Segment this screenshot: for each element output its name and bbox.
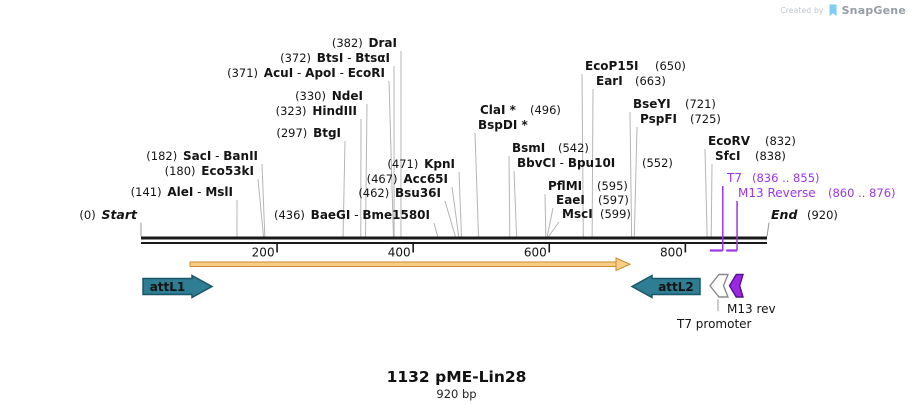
site-position: (597) [598, 193, 629, 207]
features-group: attL1 attL2 [142, 257, 744, 311]
attL1-label[interactable]: attL1 [150, 280, 186, 294]
snapgene-wordmark: SnapGene [841, 4, 906, 17]
site-position: (599) [600, 207, 631, 221]
site-label-Eco53kI[interactable]: (180) Eco53kI [165, 164, 254, 178]
site-label-SacI-BanII[interactable]: (182) SacI - BanII [146, 149, 258, 163]
callout-line [546, 207, 554, 237]
primer-label-M13-Reverse[interactable]: M13 Reverse [738, 186, 816, 200]
callout-line [704, 148, 708, 237]
end-label: End [771, 207, 798, 222]
site-label-PspFI[interactable]: PspFI [640, 112, 677, 126]
primer-range: (836 .. 855) [752, 171, 820, 185]
labels-group: (382) DraI(372) BtsI - BtsαI(371) AcuI -… [79, 36, 895, 331]
title-block: 1132 pME-Lin28 920 bp [0, 368, 913, 401]
primer-label-T7[interactable]: T7 [726, 171, 742, 185]
site-label-SfcI[interactable]: SfcI [715, 149, 740, 163]
end-callout-line [766, 222, 770, 237]
site-position: (552) [642, 156, 673, 170]
site-label-DraI[interactable]: (382) DraI [332, 36, 397, 50]
site-label-BbvCI-Bpu10I[interactable]: BbvCI - Bpu10I [517, 156, 615, 170]
callout-line [342, 140, 346, 237]
site-label-Acc65I[interactable]: (467) Acc65I [367, 172, 448, 186]
T7-promoter-arrow[interactable] [709, 273, 730, 298]
site-label-MscI[interactable]: MscI [562, 207, 593, 221]
callout-line [633, 126, 638, 237]
ruler-tick-label: 600 [524, 246, 547, 260]
callout-line [629, 111, 633, 237]
site-label-BtsI-BtsI[interactable]: (372) BtsI - BtsαI [280, 51, 390, 65]
attL1-arrow[interactable] [142, 274, 214, 299]
feature-label-M13-rev[interactable]: M13 rev [727, 302, 776, 316]
ruler-tick-label: 800 [660, 246, 683, 260]
site-label-EaeI[interactable]: EaeI [556, 193, 585, 207]
callout-line [257, 178, 264, 237]
callout-line [513, 170, 518, 237]
site-position: (725) [690, 112, 721, 126]
feature-label-T7-promoter[interactable]: T7 promoter [676, 317, 752, 331]
site-position: (595) [597, 179, 628, 193]
site-label-KpnI[interactable]: (471) KpnI [387, 157, 455, 171]
site-label-EcoRV[interactable]: EcoRV [708, 134, 751, 148]
site-position: (832) [765, 134, 796, 148]
callout-line [261, 163, 266, 237]
ruler-line-top [141, 236, 767, 240]
start-label: (0) Start [79, 207, 138, 222]
attL2-label[interactable]: attL2 [658, 280, 694, 294]
site-label-PflMI[interactable]: PflMI [548, 179, 582, 193]
ruler-group: 200 400 600 800 [141, 236, 767, 260]
orf-arrow-head[interactable] [615, 257, 632, 272]
site-label-AcuI-ApoI-EcoRI[interactable]: (371) AcuI - ApoI - EcoRI [227, 66, 385, 80]
M13-rev-arrow[interactable] [728, 273, 744, 298]
ruler-tick-label: 400 [388, 246, 411, 260]
snapgene-flag-icon [829, 4, 837, 16]
callout-lines [140, 50, 770, 237]
callout-line [388, 80, 394, 237]
site-position: (542) [558, 141, 589, 155]
callout-line [365, 103, 368, 237]
site-position: (663) [635, 74, 666, 88]
primer-range: (860 .. 876) [828, 186, 896, 200]
callout-line [474, 132, 479, 237]
site-label-BtgI[interactable]: (297) BtgI [276, 126, 341, 140]
site-position: (838) [755, 149, 786, 163]
site-position: (721) [685, 97, 716, 111]
primer-region-marks [709, 186, 738, 252]
callout-line [433, 222, 439, 237]
callout-line [710, 163, 713, 237]
site-label-Bsu36I[interactable]: (462) Bsu36I [358, 186, 441, 200]
site-label-BaeGI-Bme1580I[interactable]: (436) BaeGI - Bme1580I [274, 208, 430, 222]
site-label-BsmI[interactable]: BsmI [512, 141, 545, 155]
plasmid-length: 920 bp [436, 387, 477, 401]
callout-line [508, 155, 511, 237]
site-label-AleI-MslI[interactable]: (141) AleI - MslI [131, 185, 233, 199]
site-label-ClaI[interactable]: ClaI * [480, 103, 517, 117]
site-label-NdeI[interactable]: (330) NdeI [295, 89, 363, 103]
site-label-EcoP15I[interactable]: EcoP15I [585, 59, 639, 73]
callout-line [591, 88, 594, 237]
attL2-arrow[interactable] [630, 274, 701, 299]
site-label-BspDI[interactable]: BspDI * [478, 118, 528, 132]
ruler-line-bottom [141, 242, 767, 244]
plasmid-title: 1132 pME-Lin28 [386, 368, 527, 386]
callout-line [544, 193, 547, 237]
ruler-tick-label: 200 [252, 246, 275, 260]
callout-line [548, 221, 560, 237]
snapgene-branding: Created by SnapGene [780, 4, 906, 17]
created-by-text: Created by [780, 6, 824, 15]
callout-line [451, 186, 460, 237]
callout-line [444, 200, 456, 237]
orf-arrow-body[interactable] [189, 261, 617, 267]
callout-line [458, 171, 462, 237]
site-label-HindIII[interactable]: (323) HindIII [276, 104, 357, 118]
callout-line [581, 73, 584, 237]
site-label-BseYI[interactable]: BseYI [633, 97, 671, 111]
site-position: (496) [530, 103, 561, 117]
end-position: (920) [807, 208, 838, 222]
site-position: (650) [655, 59, 686, 73]
site-label-EarI[interactable]: EarI [596, 74, 623, 88]
